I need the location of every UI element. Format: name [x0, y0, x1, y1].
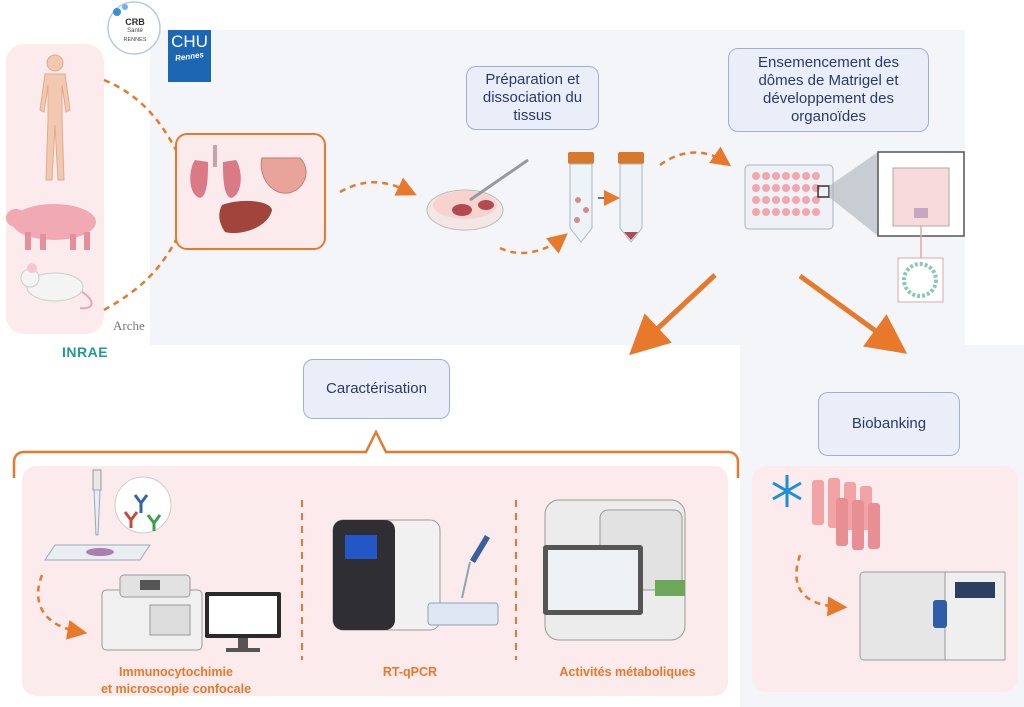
preparation-label: Préparation et dissociation du tissus — [466, 66, 599, 130]
plate-reader-icon — [543, 499, 686, 641]
arrow-human-to-organs — [103, 78, 178, 151]
arrow-to-biobanking — [798, 273, 908, 354]
rtqpcr-label: RT-qPCR — [382, 665, 438, 679]
lungs-icon — [190, 145, 241, 198]
human-icon — [39, 54, 71, 181]
crb-sub1: Santé — [127, 28, 143, 34]
crb-logo — [107, 1, 161, 55]
snowflake-icon — [772, 475, 802, 507]
mouse-icon — [20, 263, 93, 310]
arrow-tubes-to-freezer — [795, 554, 848, 617]
arche-logo: Arche — [113, 318, 145, 333]
inrae-logo: INRAE — [62, 344, 109, 360]
intestine-icon — [260, 157, 307, 194]
petri-dish-icon — [426, 158, 529, 231]
arrow-tube-to-plate — [659, 146, 732, 167]
crb-logo-text: CRB Santé RENNES — [115, 18, 155, 45]
cryotubes-icon — [812, 478, 880, 550]
crb-sub2: RENNES — [123, 37, 147, 43]
well-zoom-icon — [877, 151, 965, 303]
tube-icon-1 — [568, 152, 594, 243]
pipette-slide-icon — [44, 469, 151, 561]
qpcr-machine-icon — [332, 519, 441, 631]
chu-logo — [168, 30, 211, 82]
biobanking-label: Biobanking — [818, 392, 960, 456]
ensemencement-label: Ensemencement des dômes de Matrigel et d… — [728, 48, 929, 132]
immuno-label-line2: et microscopie confocale — [100, 682, 252, 696]
pipette-plate-icon — [427, 535, 499, 626]
immuno-label: Immunocytochimie et microscopie confocal… — [70, 664, 282, 698]
crb-title: CRB — [125, 17, 145, 27]
well-plate-icon — [744, 152, 878, 236]
pig-icon — [6, 204, 96, 250]
arrow-to-caracterisation — [629, 273, 717, 356]
characterisation-brace — [12, 429, 740, 478]
arrow-dish-to-tube — [499, 233, 568, 255]
freezer-icon — [859, 571, 1006, 661]
chu-logo-text: CHU Rennes — [168, 32, 211, 63]
arrow-organs-to-dish — [339, 177, 417, 196]
arrow-mouse-to-organs — [103, 239, 178, 312]
liver-icon — [219, 200, 272, 234]
tube-icon-2 — [618, 152, 644, 243]
arrow-slide-to-microscope — [36, 574, 88, 640]
caracterisation-label: Caractérisation — [303, 359, 450, 419]
chu-title: CHU — [171, 32, 208, 51]
metabolic-label: Activités métaboliques — [559, 665, 696, 679]
antibody-icon — [114, 476, 172, 534]
confocal-microscope-icon — [101, 574, 203, 651]
immuno-label-line1: Immunocytochimie — [119, 665, 233, 679]
monitor-icon — [205, 592, 281, 652]
